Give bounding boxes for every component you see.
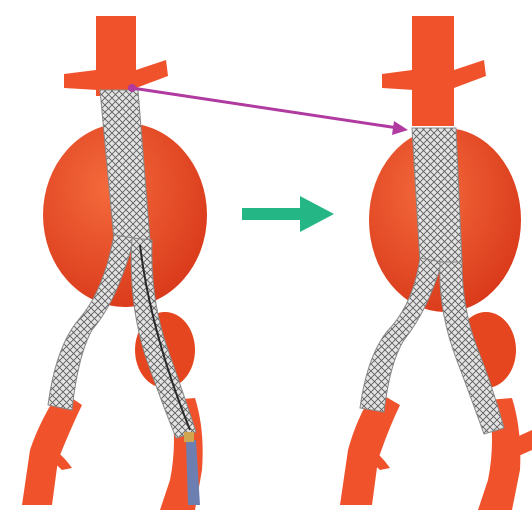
renal-branch-left-a	[64, 70, 98, 90]
iliac-left-left	[22, 390, 82, 505]
right-panel	[340, 16, 532, 510]
renal-branch-right-b	[454, 60, 486, 88]
aorta-left	[96, 16, 136, 96]
migration-arrow	[128, 84, 408, 135]
left-panel	[22, 16, 207, 510]
aorta-right	[412, 16, 454, 126]
renal-branch-left-b	[136, 60, 168, 88]
stent-main-right	[412, 128, 462, 262]
renal-branch-right-a	[382, 70, 414, 90]
transition-arrow	[242, 196, 334, 232]
